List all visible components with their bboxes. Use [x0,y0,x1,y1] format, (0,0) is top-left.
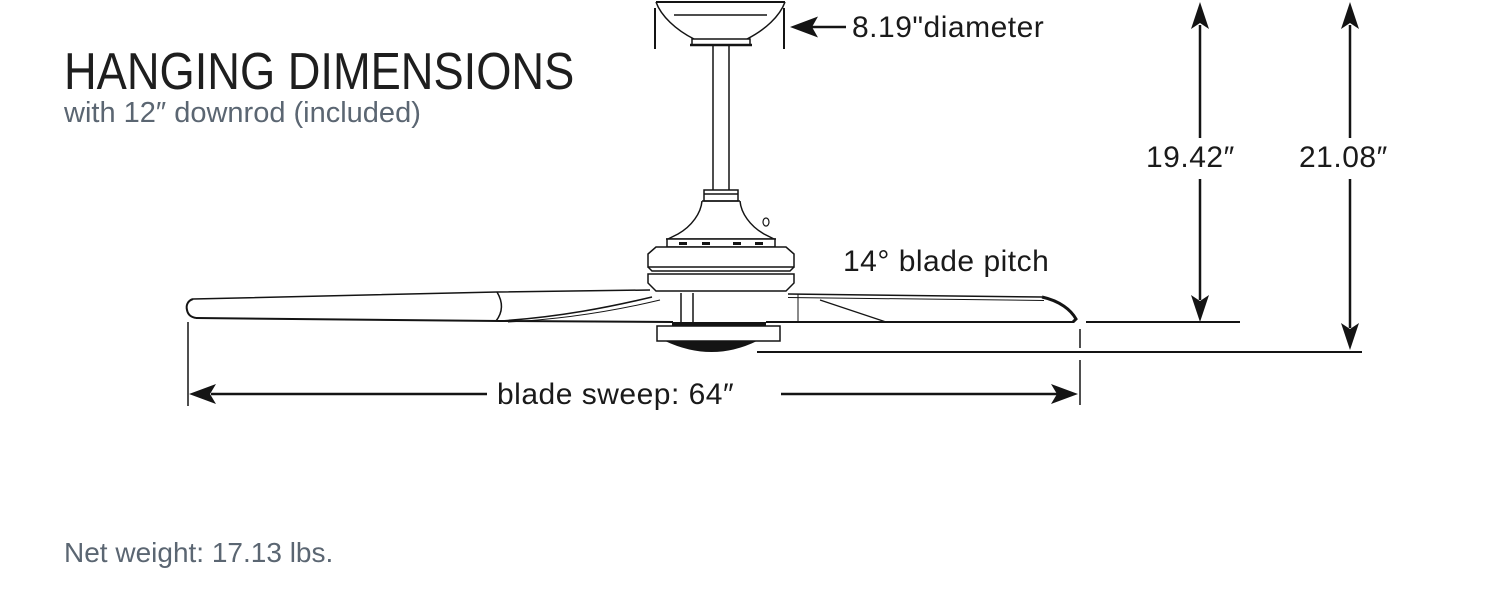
dimension-canopy-diameter [654,8,846,49]
dimension-drop-to-blades [1086,2,1240,323]
left-blade [185,289,674,323]
right-blade [766,293,1078,324]
drop-to-blades-label: 19.42″ [1146,141,1235,174]
overall-drop-label: 21.08″ [1299,141,1388,174]
motor-housing [647,189,795,292]
downrod [712,46,730,190]
net-weight-text: Net weight: 17.13 lbs. [64,537,334,568]
dimension-blade-sweep [187,322,1081,406]
dimension-overall-drop [757,2,1362,353]
canopy-diameter-label: 8.19"diameter [852,11,1045,44]
blade-sweep-label: blade sweep: 64″ [497,378,735,411]
blade-pitch-label: 14° blade pitch [843,245,1050,278]
switch-cap [656,293,781,352]
canopy [655,1,786,47]
page-title: HANGING DIMENSIONS [64,43,575,101]
page-subtitle: with 12″ downrod (included) [64,97,421,129]
